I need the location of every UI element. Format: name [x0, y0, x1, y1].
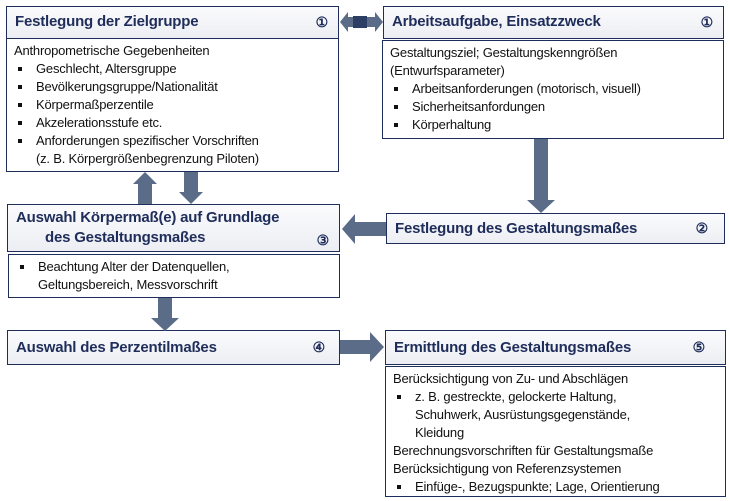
zielgruppe-header: Festlegung der Zielgruppe ① — [6, 6, 339, 39]
step-number: ② — [695, 220, 709, 236]
intro-text: Anthropometrische Gegebenheiten — [14, 43, 210, 58]
step-number: ⑤ — [692, 339, 706, 355]
list-item: Einfüge-, Bezugspunkte; Lage, Orientieru… — [393, 478, 718, 496]
list-item: Anforderungen spezifischer Vorschriften — [14, 132, 331, 150]
list-item-continuation: (z. B. Körpergrößenbegrenzung Piloten) — [36, 151, 259, 166]
list-item: z. B. gestreckte, gelockerte Haltung, — [393, 388, 718, 406]
list-item: Arbeitsanforderungen (motorisch, visuell… — [390, 80, 716, 98]
step-number: ③ — [316, 232, 330, 248]
arbeitsaufgabe-header: Arbeitsaufgabe, Einsatzzweck ① — [383, 6, 724, 39]
perzentil-box: Auswahl des Perzentilmaßes ④ — [7, 330, 340, 365]
list-item: Akzelerationsstufe etc. — [14, 114, 331, 132]
step-number: ① — [315, 14, 329, 30]
arbeitsaufgabe-title: Arbeitsaufgabe, Einsatzzweck — [392, 13, 601, 30]
list-item: Sicherheitsanfordungen — [390, 98, 716, 116]
step-number: ④ — [312, 339, 326, 355]
arrow-left — [342, 214, 386, 244]
arbeitsaufgabe-body: Gestaltungsziel; Gestaltungskenngrößen (… — [382, 40, 724, 139]
koerpermass-header: Auswahl Körpermaß(e) auf Grundlage des G… — [7, 204, 340, 252]
arrow-down-lower — [151, 298, 179, 331]
ermittlung-title: Ermittlung des Gestaltungsmaßes — [394, 339, 632, 356]
text-line: Berücksichtigung von Referenzsystemen — [393, 461, 622, 476]
list-item: Körperhaltung — [390, 116, 716, 134]
ermittlung-header: Ermittlung des Gestaltungsmaßes ⑤ — [385, 330, 726, 365]
list-item: Geschlecht, Altersgruppe — [14, 60, 331, 78]
zielgruppe-title: Festlegung der Zielgruppe — [15, 13, 199, 30]
koerpermass-body: Beachtung Alter der Datenquellen, Geltun… — [8, 254, 340, 298]
list-item: Körpermaßperzentile — [14, 96, 331, 114]
koerpermass-title-line1: Auswahl Körpermaß(e) auf Grundlage — [16, 209, 280, 226]
double-arrow-center — [353, 16, 367, 28]
list-item: Beachtung Alter der Datenquellen, — [16, 258, 332, 276]
text-line: Berechnungsvorschriften für Gestaltungsm… — [393, 443, 654, 458]
zielgruppe-body: Anthropometrische Gegebenheiten Geschlec… — [6, 38, 339, 172]
arrow-right — [340, 332, 384, 362]
intro-text: Gestaltungsziel; Gestaltungskenngrößen — [390, 45, 618, 60]
arrow-down-right — [527, 139, 555, 213]
list-item-continuation: Schuhwerk, Ausrüstungsgegenstände, — [415, 407, 631, 422]
step-number: ① — [700, 14, 714, 30]
gestaltungsmass-festlegung-box: Festlegung des Gestaltungsmaßes ② — [386, 213, 725, 244]
text-line: Berücksichtigung von Zu- und Abschlägen — [393, 371, 629, 386]
arrow-up — [133, 172, 157, 204]
arrow-down — [179, 172, 203, 204]
list-item: Bevölkerungsgruppe/Nationalität — [14, 78, 331, 96]
list-item-continuation: Geltungsbereich, Messvorschrift — [38, 277, 218, 292]
list-item-continuation: Kleidung — [415, 425, 464, 440]
perzentil-title: Auswahl des Perzentilmaßes — [16, 339, 217, 356]
ermittlung-body: Berücksichtigung von Zu- und Abschlägen … — [385, 366, 726, 497]
intro-text: (Entwurfsparameter) — [390, 63, 505, 78]
gestaltungsmass-title: Festlegung des Gestaltungsmaßes — [395, 220, 638, 237]
koerpermass-title-line2: des Gestaltungsmaßes — [45, 229, 206, 246]
